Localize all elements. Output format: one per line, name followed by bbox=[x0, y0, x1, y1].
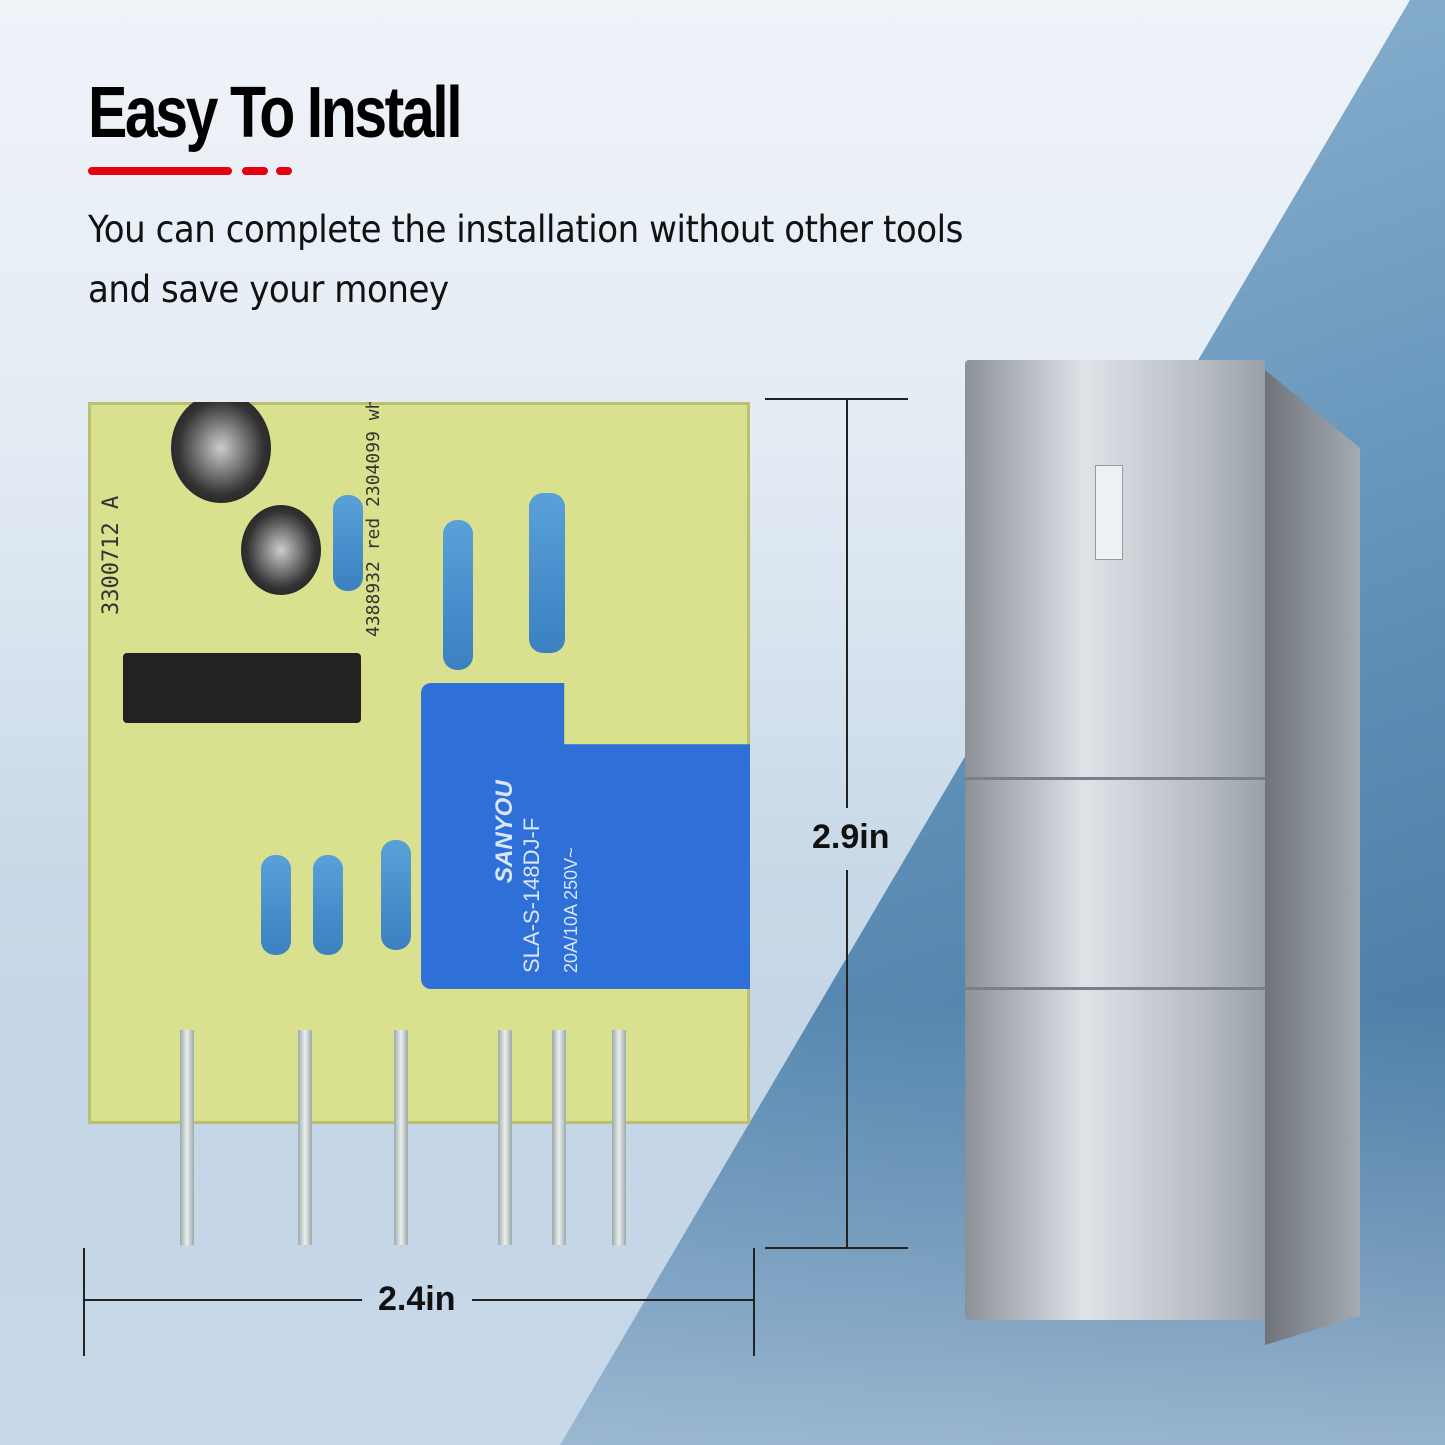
resistor bbox=[333, 495, 363, 591]
relay: SANYOU SLA-S-148DJ-F 20A/10A 250V~ bbox=[421, 683, 750, 989]
resistor bbox=[443, 520, 473, 670]
accent-dash bbox=[242, 167, 268, 175]
dimension-tick bbox=[765, 398, 908, 400]
resistor bbox=[261, 855, 291, 955]
relay-brand: SANYOU bbox=[491, 780, 518, 883]
refrigerator-side bbox=[1265, 370, 1360, 1345]
fridge-drawer bbox=[965, 990, 1265, 1320]
integrated-circuit bbox=[123, 653, 361, 723]
relay-spec: 20A/10A 250V~ bbox=[561, 847, 581, 973]
height-dimension-line bbox=[846, 398, 848, 808]
fridge-display bbox=[1095, 465, 1123, 560]
accent-bar bbox=[88, 167, 232, 175]
relay-model: SLA-S-148DJ-F bbox=[519, 817, 544, 973]
dimension-tick bbox=[753, 1248, 755, 1356]
page-title: Easy To Install bbox=[88, 73, 463, 153]
fridge-door bbox=[965, 360, 1265, 780]
refrigerator-image bbox=[965, 360, 1265, 1320]
width-dimension-line bbox=[84, 1299, 362, 1301]
subtitle-line-2: and save your money bbox=[88, 268, 449, 311]
fridge-drawer bbox=[965, 780, 1265, 990]
subtitle-line-1: You can complete the installation withou… bbox=[88, 208, 963, 251]
dimension-tick bbox=[83, 1248, 85, 1356]
terminal-pin bbox=[180, 1030, 194, 1245]
control-board-image: 3300712 A 4388932 red 2304099 white 4388… bbox=[88, 402, 750, 1124]
dimension-tick bbox=[765, 1247, 908, 1249]
resistor bbox=[313, 855, 343, 955]
terminal-pin bbox=[298, 1030, 312, 1245]
capacitor bbox=[171, 402, 271, 503]
terminal-pin bbox=[552, 1030, 566, 1245]
width-dimension-line bbox=[472, 1299, 754, 1301]
capacitor bbox=[241, 505, 321, 595]
terminal-pin bbox=[612, 1030, 626, 1245]
resistor bbox=[381, 840, 411, 950]
terminal-pin bbox=[498, 1030, 512, 1245]
board-part-number: 3300712 A bbox=[99, 495, 124, 615]
accent-dash bbox=[276, 167, 292, 175]
terminal-pin bbox=[394, 1030, 408, 1245]
height-label: 2.9in bbox=[812, 818, 890, 856]
resistor bbox=[529, 493, 565, 653]
width-label: 2.4in bbox=[378, 1280, 456, 1318]
height-dimension-line bbox=[846, 870, 848, 1248]
wire-labels: 4388932 red 2304099 white 4388931 green bbox=[363, 214, 384, 637]
